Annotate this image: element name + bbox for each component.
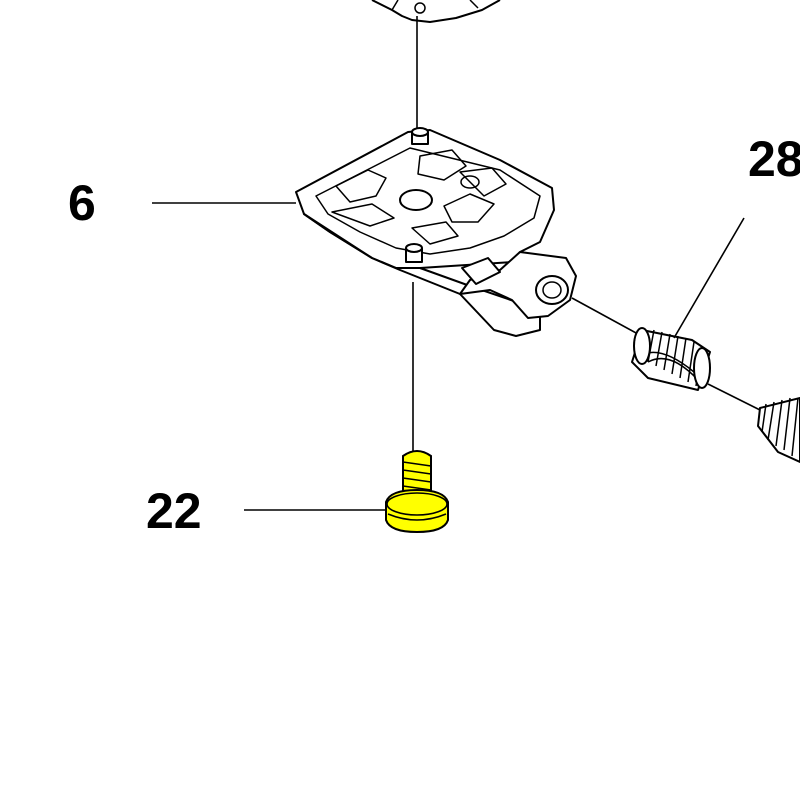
- spring-axis-line-right: [707, 383, 761, 411]
- leader-line-28: [673, 217, 745, 339]
- part-28-spring[interactable]: [631, 327, 711, 391]
- part-22-screw[interactable]: [385, 450, 449, 534]
- callout-label-6: 6: [68, 175, 96, 231]
- callout-label-22: 22: [146, 483, 202, 539]
- part-6-plate[interactable]: [295, 127, 577, 337]
- callout-label-28: 28: [748, 131, 800, 187]
- upper-component-fragment: [371, 0, 501, 23]
- threaded-rod-fragment: [757, 397, 800, 463]
- spring-axis-line-left: [571, 297, 639, 335]
